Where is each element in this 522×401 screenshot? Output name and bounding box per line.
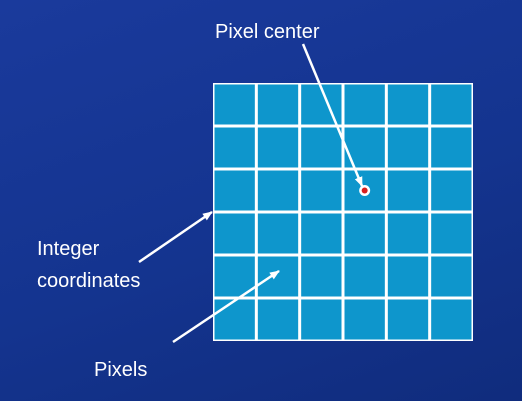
- pixel-cell: [257, 213, 299, 254]
- pixel-cell: [387, 127, 429, 168]
- pixel-cell: [431, 213, 472, 254]
- pixel-cell: [214, 170, 255, 211]
- pixel-cell: [257, 299, 299, 340]
- pixel-cell: [214, 256, 255, 297]
- label-integer: Integer: [37, 238, 100, 260]
- pixel-cell: [257, 84, 299, 125]
- label-pixel-center: Pixel center: [215, 21, 320, 43]
- pixel-cell: [387, 84, 429, 125]
- pixel-grid-lines: [213, 83, 473, 341]
- arrow-to-pixel-cell: [172, 269, 280, 344]
- pixel-cell: [431, 299, 472, 340]
- pixel-cell: [257, 127, 299, 168]
- pixel-center-marker: [361, 187, 368, 194]
- pixel-cell: [431, 256, 472, 297]
- pixel-cell: [301, 213, 342, 254]
- label-coordinates: coordinates: [37, 270, 140, 292]
- pixel-cell: [431, 170, 472, 211]
- pixel-cell: [301, 299, 342, 340]
- pixel-cell: [214, 84, 255, 125]
- pixel-grid: [213, 83, 473, 341]
- pixel-cell: [431, 84, 472, 125]
- pixel-cell: [344, 84, 385, 125]
- pixel-cell: [214, 213, 255, 254]
- label-pixels: Pixels: [94, 359, 147, 381]
- pixel-cell: [344, 213, 385, 254]
- pixel-cell: [301, 256, 342, 297]
- pixel-cell: [387, 299, 429, 340]
- pixel-cell: [344, 299, 385, 340]
- pixel-cell: [214, 299, 255, 340]
- pixel-cell: [301, 127, 342, 168]
- pixel-cell: [387, 256, 429, 297]
- pixel-cell: [301, 170, 342, 211]
- pixel-cell: [214, 127, 255, 168]
- pixel-cell: [344, 256, 385, 297]
- pixel-cell: [257, 256, 299, 297]
- pixel-cell: [387, 170, 429, 211]
- arrow-to-pixel-center: [301, 43, 364, 187]
- pixel-cell: [257, 170, 299, 211]
- pixel-cell: [387, 213, 429, 254]
- arrow-to-integer-coordinates: [138, 210, 213, 264]
- pixel-cell: [431, 127, 472, 168]
